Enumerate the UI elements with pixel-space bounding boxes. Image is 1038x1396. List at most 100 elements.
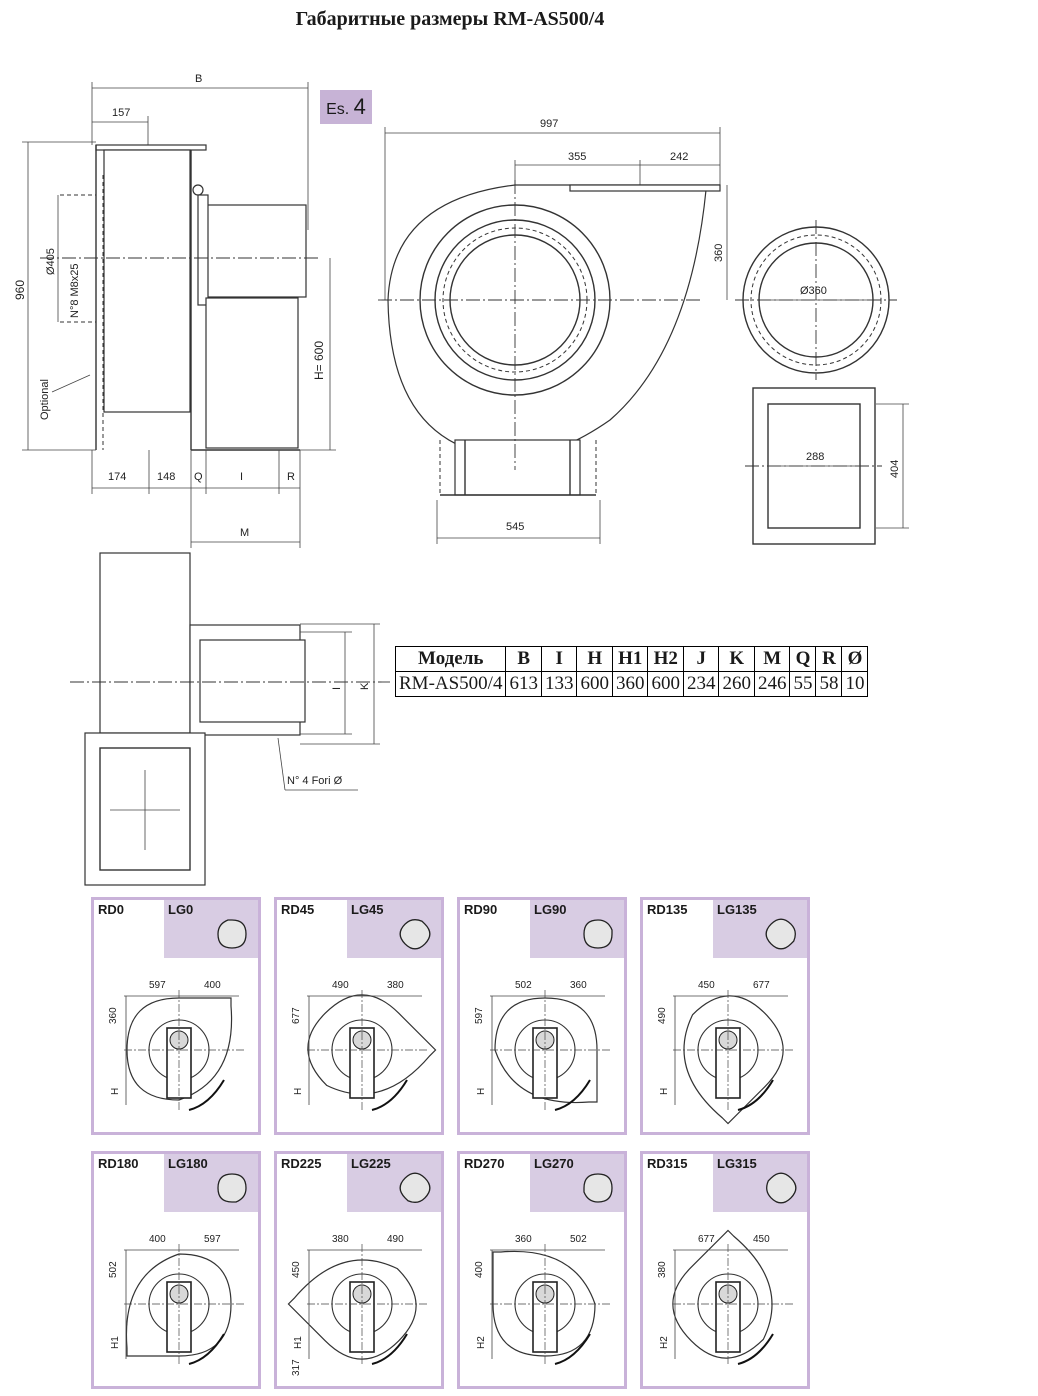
lg-code: LG0 — [168, 902, 194, 917]
lg-code: LG45 — [351, 902, 384, 917]
spec-header-H: H — [576, 646, 613, 672]
rd-code: RD90 — [464, 902, 498, 917]
orientation-panel: RD0 LG0 597 400 360 H — [91, 897, 261, 1135]
example-badge: Es. 4 — [320, 90, 372, 124]
spec-header-B: B — [505, 646, 542, 672]
rd-code: RD180 — [98, 1156, 139, 1171]
dim-I: I — [240, 471, 243, 483]
lg-code: LG315 — [717, 1156, 757, 1171]
dim-top-K: K — [359, 682, 371, 690]
scroll-housing — [672, 1229, 773, 1359]
scroll-outline — [307, 994, 437, 1095]
dim-960: 960 — [13, 280, 27, 300]
dim-242: 242 — [670, 151, 688, 163]
scroll-outline — [126, 997, 233, 1101]
side-view: B 157 960 Ø405 N°8 M8x25 Optional — [13, 73, 336, 548]
dim-h: H — [476, 1087, 487, 1095]
spec-cell-H2: 600 — [647, 671, 684, 697]
orientation-sketch — [307, 919, 437, 1111]
dim-a: 380 — [332, 1234, 349, 1245]
rd-code: RD135 — [647, 902, 688, 917]
lg-scroll-shape — [399, 1172, 431, 1203]
dim-a: 597 — [149, 980, 166, 991]
orientation-sketch — [124, 1173, 247, 1365]
lg-scroll-shape — [217, 919, 247, 949]
spec-table: Модель B I H H1 H2 J K M Q R Ø RM-AS500/… — [394, 646, 869, 697]
dim-v: 490 — [657, 1007, 668, 1024]
dim-v: 597 — [474, 1007, 485, 1024]
lg-tag: LG45 — [347, 900, 441, 958]
spec-cell-B: 613 — [505, 671, 542, 697]
dim-174: 174 — [108, 471, 126, 483]
dim-H600: H= 600 — [312, 341, 326, 380]
spec-header-diam: Ø — [841, 646, 869, 672]
spec-cell-I: 133 — [540, 671, 578, 697]
scroll-outline — [492, 1250, 596, 1357]
spec-cell-Q: 55 — [789, 671, 817, 697]
spec-header-model: Модель — [394, 646, 507, 672]
dim-b: 490 — [387, 1234, 404, 1245]
dim-h: H2 — [476, 1336, 487, 1349]
spec-header-J: J — [682, 646, 720, 672]
scroll-outline — [683, 995, 784, 1125]
spec-header-R: R — [815, 646, 843, 672]
dim-d405: Ø405 — [45, 248, 57, 275]
dim-b: 597 — [204, 1234, 221, 1245]
scroll-housing — [492, 1250, 596, 1357]
lg-code: LG135 — [717, 902, 757, 917]
dim-top-I: I — [331, 687, 343, 690]
rotation-arrow — [371, 1079, 408, 1111]
rect-flange: 288 404 — [745, 387, 909, 545]
lg-scroll-shape — [399, 919, 431, 950]
lg-scroll-icon — [217, 1173, 247, 1203]
rd-code: RD315 — [647, 1156, 688, 1171]
spec-data-row: RM-AS500/4 613 133 600 360 600 234 260 2… — [394, 671, 869, 697]
spec-header-Q: Q — [789, 646, 817, 672]
dim-a: 677 — [698, 1234, 715, 1245]
dim-extra: 317 — [291, 1359, 302, 1376]
orientation-panel: RD270 LG270 360 502 400 H2 — [457, 1151, 627, 1389]
scroll-housing — [494, 997, 598, 1104]
drawing-sheet: B 157 960 Ø405 N°8 M8x25 Optional — [13, 73, 909, 886]
dim-a: 502 — [515, 980, 532, 991]
dim-h: H — [659, 1087, 670, 1095]
spec-cell-K: 260 — [718, 671, 755, 697]
spec-header-H2: H2 — [647, 646, 684, 672]
badge-prefix: Es. — [326, 101, 350, 118]
scroll-housing — [683, 995, 784, 1125]
dim-360: 360 — [713, 244, 725, 262]
dim-b: 677 — [753, 980, 770, 991]
dim-h: H — [293, 1087, 304, 1095]
dim-v: 360 — [108, 1007, 119, 1024]
dim-a: 360 — [515, 1234, 532, 1245]
lg-code: LG270 — [534, 1156, 574, 1171]
scroll-outline — [494, 997, 598, 1104]
dim-157: 157 — [112, 107, 130, 119]
dim-b: 380 — [387, 980, 404, 991]
spec-cell-J: 234 — [682, 671, 720, 697]
dim-v: 380 — [657, 1261, 668, 1278]
lg-code: LG90 — [534, 902, 567, 917]
rotation-arrow — [371, 1333, 408, 1365]
lg-scroll-icon — [583, 1173, 613, 1203]
lg-scroll-icon — [399, 1172, 431, 1203]
rd-code: RD0 — [98, 902, 125, 917]
spec-cell-diam: 10 — [841, 671, 869, 697]
lg-scroll-icon — [766, 1172, 797, 1204]
rotation-arrow — [737, 1333, 774, 1365]
spec-header-M: M — [753, 646, 791, 672]
rd-code: RD45 — [281, 902, 315, 917]
front-view: 997 355 242 360 545 — [378, 118, 728, 544]
label-optional: Optional — [39, 379, 51, 420]
lg-scroll-shape — [217, 1173, 247, 1203]
dim-355: 355 — [568, 151, 586, 163]
dim-b: 360 — [570, 980, 587, 991]
orientation-panel: RD315 LG315 677 450 380 H2 — [640, 1151, 810, 1389]
orientation-sketch — [124, 919, 247, 1111]
dim-h: H1 — [293, 1336, 304, 1349]
rd-code: RD225 — [281, 1156, 322, 1171]
spec-header-I: I — [540, 646, 578, 672]
orientation-panel: RD225 LG225 380 490 450 H1 317 — [274, 1151, 444, 1389]
dim-b: 400 — [204, 980, 221, 991]
rd-code: RD270 — [464, 1156, 505, 1171]
